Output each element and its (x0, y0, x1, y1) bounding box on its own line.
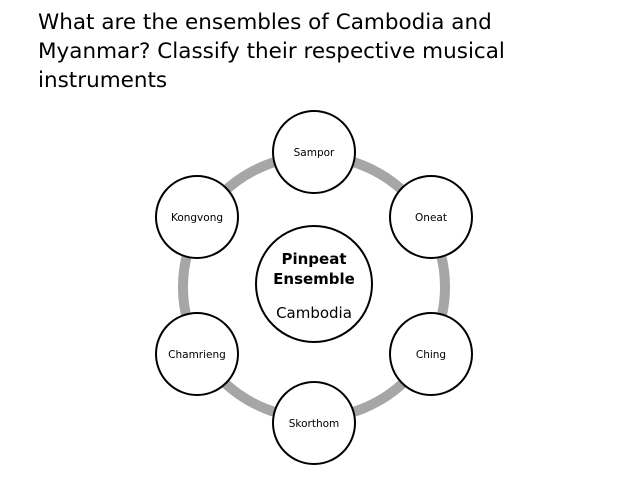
center-circle (255, 225, 373, 343)
outer-node-label: Oneat (415, 212, 447, 224)
outer-node-chamrieng: Chamrieng (155, 312, 239, 396)
outer-node-skorthom: Skorthom (272, 381, 356, 465)
outer-node-circle (155, 312, 239, 396)
outer-node-circle (155, 175, 239, 259)
outer-node-label: Skorthom (289, 418, 340, 430)
outer-node-ching: Ching (389, 312, 473, 396)
outer-node-oneat: Oneat (389, 175, 473, 259)
outer-node-label: Ching (416, 349, 446, 361)
center-country: Cambodia (276, 304, 352, 322)
outer-node-label: Kongvong (171, 212, 223, 224)
outer-node-circle (272, 381, 356, 465)
center-title-line1: Pinpeat (281, 250, 346, 268)
outer-node-circle (272, 110, 356, 194)
outer-node-label: Chamrieng (168, 349, 226, 361)
outer-node-sampor: Sampor (272, 110, 356, 194)
center-node: Pinpeat Ensemble Cambodia (255, 225, 373, 343)
outer-node-circle (389, 175, 473, 259)
outer-node-circle (389, 312, 473, 396)
outer-node-label: Sampor (294, 147, 335, 159)
center-title-line2: Ensemble (273, 270, 355, 288)
slide-title: What are the ensembles of Cambodia and M… (38, 10, 505, 93)
outer-node-kongvong: Kongvong (155, 175, 239, 259)
